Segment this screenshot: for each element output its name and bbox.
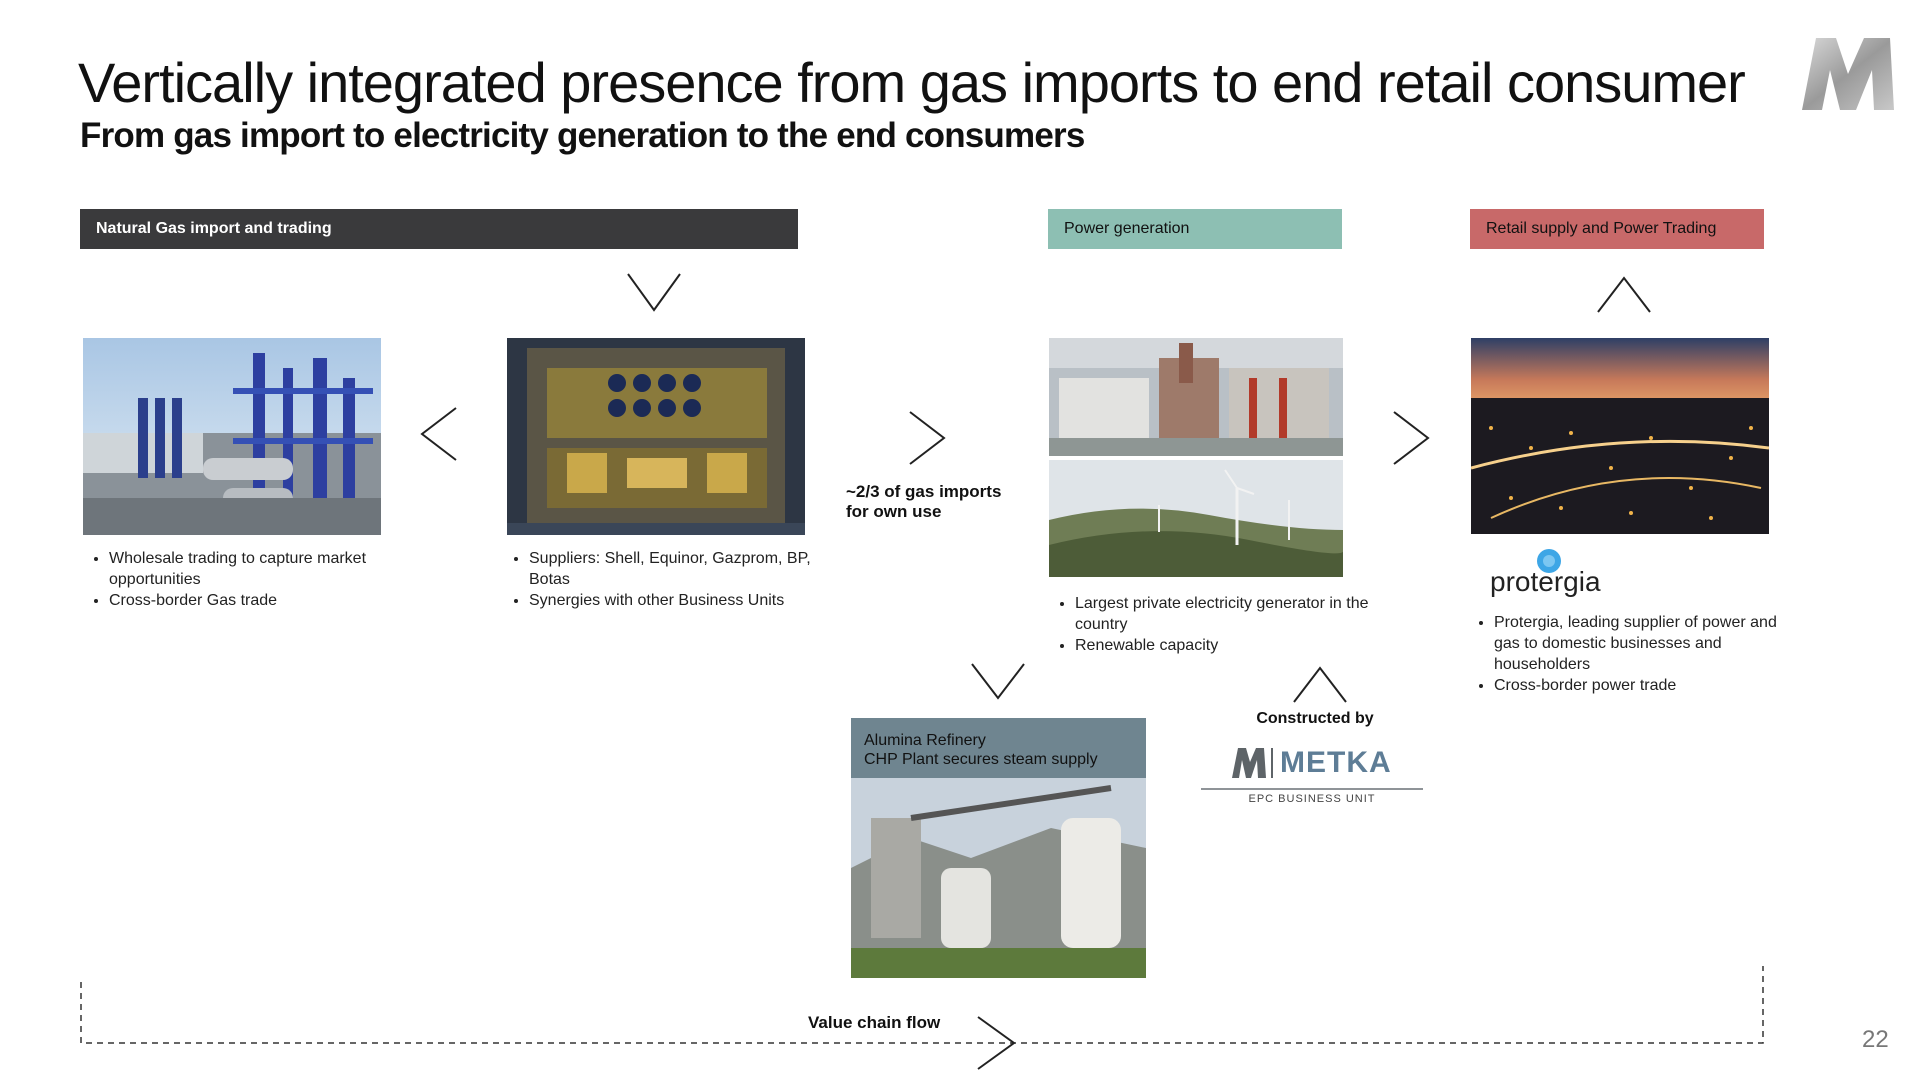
chevron-down-icon: [627, 273, 681, 312]
chevron-right-icon: [909, 411, 946, 465]
lng-terminal-photo: [507, 338, 805, 535]
gas-section-header: Natural Gas import and trading: [80, 209, 798, 249]
metka-underline: [1201, 788, 1423, 790]
list-item: Wholesale trading to capture market oppo…: [109, 548, 419, 590]
alumina-refinery-photo: [851, 778, 1146, 978]
gas-trading-photo: [83, 338, 381, 535]
chevron-right-icon: [1393, 411, 1430, 465]
gas-supplier-bullets: Suppliers: Shell, Equinor, Gazprom, BP, …: [501, 548, 829, 611]
metka-m-logo-icon: [1232, 748, 1266, 778]
wind-farm-photo: [1049, 460, 1343, 577]
list-item: Largest private electricity generator in…: [1075, 593, 1375, 635]
page-subtitle: From gas import to electricity generatio…: [80, 116, 1085, 155]
own-use-note: ~2/3 of gas imports for own use: [846, 482, 1002, 521]
list-item: Cross-border power trade: [1494, 675, 1794, 696]
retail-bullets: Protergia, leading supplier of power and…: [1466, 612, 1794, 696]
chevron-down-icon: [971, 663, 1025, 700]
page-number: 22: [1862, 1026, 1889, 1053]
protergia-brand: protergia: [1490, 566, 1601, 597]
list-item: Protergia, leading supplier of power and…: [1494, 612, 1794, 675]
list-item: Cross-border Gas trade: [109, 590, 419, 611]
page-title: Vertically integrated presence from gas …: [78, 51, 1746, 114]
alumina-refinery-header: Alumina Refinery CHP Plant secures steam…: [851, 718, 1146, 778]
gas-trading-bullets: Wholesale trading to capture market oppo…: [81, 548, 419, 611]
alumina-line-2: CHP Plant secures steam supply: [864, 751, 1098, 768]
retail-section-header: Retail supply and Power Trading: [1470, 209, 1764, 249]
metka-divider: [1271, 748, 1273, 778]
value-chain-bracket: [80, 966, 1764, 1070]
power-plant-photo: [1049, 338, 1343, 456]
protergia-logo-icon: [1537, 549, 1561, 573]
list-item: Synergies with other Business Units: [529, 590, 829, 611]
constructed-by-label: Constructed by: [1256, 710, 1374, 727]
chevron-left-icon: [420, 407, 457, 461]
chevron-up-icon: [1597, 276, 1651, 313]
alumina-line-1: Alumina Refinery: [864, 732, 986, 749]
list-item: Suppliers: Shell, Equinor, Gazprom, BP, …: [529, 548, 829, 590]
power-section-header: Power generation: [1048, 209, 1342, 249]
city-night-photo: [1471, 338, 1769, 534]
metka-unit: EPC BUSINESS UNIT: [1248, 793, 1376, 805]
chevron-up-icon: [1293, 666, 1347, 703]
value-chain-label: Value chain flow: [808, 1013, 941, 1032]
company-logo-icon: [1802, 38, 1894, 110]
power-bullets: Largest private electricity generator in…: [1047, 593, 1375, 656]
list-item: Renewable capacity: [1075, 635, 1375, 656]
metka-brand: METKA: [1280, 746, 1392, 779]
